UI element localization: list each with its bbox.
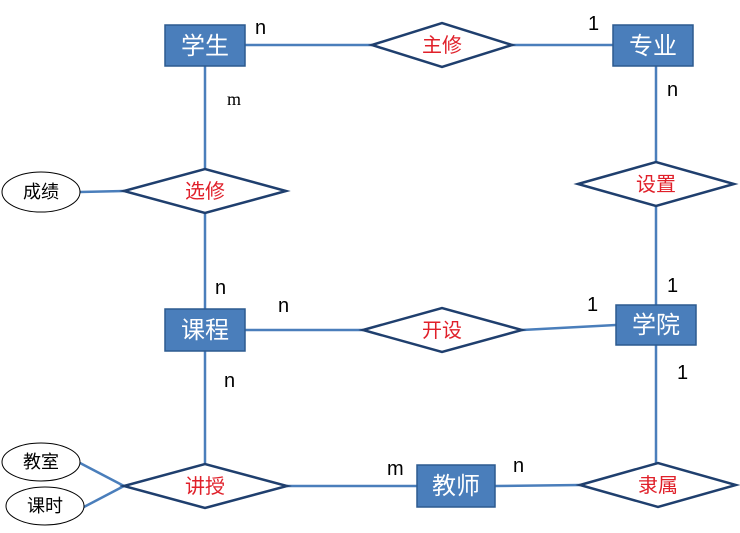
attribute-grade-label: 成绩 [23, 182, 59, 203]
relationship-major-in[interactable]: 主修 [367, 21, 517, 69]
edge-teacher-belong [494, 483, 581, 488]
relationship-setup[interactable]: 设置 [573, 160, 739, 208]
edge-grade-elective [79, 189, 125, 194]
edge-classroom-teach [79, 461, 125, 488]
card-teacher-teach: m [387, 458, 404, 480]
card-major-setup: n [667, 79, 678, 101]
edge-offer-college [521, 323, 617, 332]
relationship-elective[interactable]: 选修 [119, 167, 291, 215]
card-course-elective: n [215, 277, 226, 299]
card-course-offer: n [278, 295, 289, 317]
entity-teacher[interactable]: 教师 [416, 464, 496, 508]
card-college-setup: 1 [667, 275, 678, 297]
card-student-majorin: n [255, 17, 266, 39]
entity-college[interactable]: 学院 [615, 304, 697, 346]
relationship-teach-label: 讲授 [185, 474, 225, 498]
attribute-hours[interactable]: 课时 [5, 486, 85, 526]
relationship-belong-label: 隶属 [638, 473, 678, 497]
attribute-classroom[interactable]: 教室 [1, 442, 81, 482]
relationship-elective-label: 选修 [185, 179, 225, 203]
card-college-belong: 1 [677, 362, 688, 384]
relationship-offer[interactable]: 开设 [358, 306, 527, 354]
card-major-majorin: 1 [588, 13, 599, 35]
attribute-classroom-label: 教室 [23, 452, 59, 473]
entity-course-label: 课程 [181, 316, 229, 344]
card-course-teach: n [224, 370, 235, 392]
entity-college-label: 学院 [632, 311, 680, 339]
cardinalities: n 1 m n 1 n n 1 1 n m n [215, 13, 688, 480]
entity-student[interactable]: 学生 [164, 24, 246, 67]
entity-teacher-label: 教师 [432, 472, 480, 500]
relationship-teach[interactable]: 讲授 [119, 462, 292, 510]
entity-major-label: 专业 [629, 32, 677, 60]
entity-major[interactable]: 专业 [612, 24, 694, 67]
card-student-elective: m [227, 89, 241, 109]
relationship-setup-label: 设置 [636, 172, 676, 196]
relationship-major-in-label: 主修 [422, 33, 462, 57]
attribute-hours-label: 课时 [27, 496, 63, 517]
edge-hours-teach [81, 484, 125, 510]
entity-course[interactable]: 课程 [164, 308, 246, 352]
relationship-offer-label: 开设 [422, 318, 462, 342]
attribute-grade[interactable]: 成绩 [1, 171, 81, 213]
relationship-belong[interactable]: 隶属 [575, 461, 740, 509]
edges [79, 43, 658, 510]
entity-student-label: 学生 [181, 32, 229, 60]
card-college-offer: 1 [587, 294, 598, 316]
card-teacher-belong: n [513, 455, 524, 477]
